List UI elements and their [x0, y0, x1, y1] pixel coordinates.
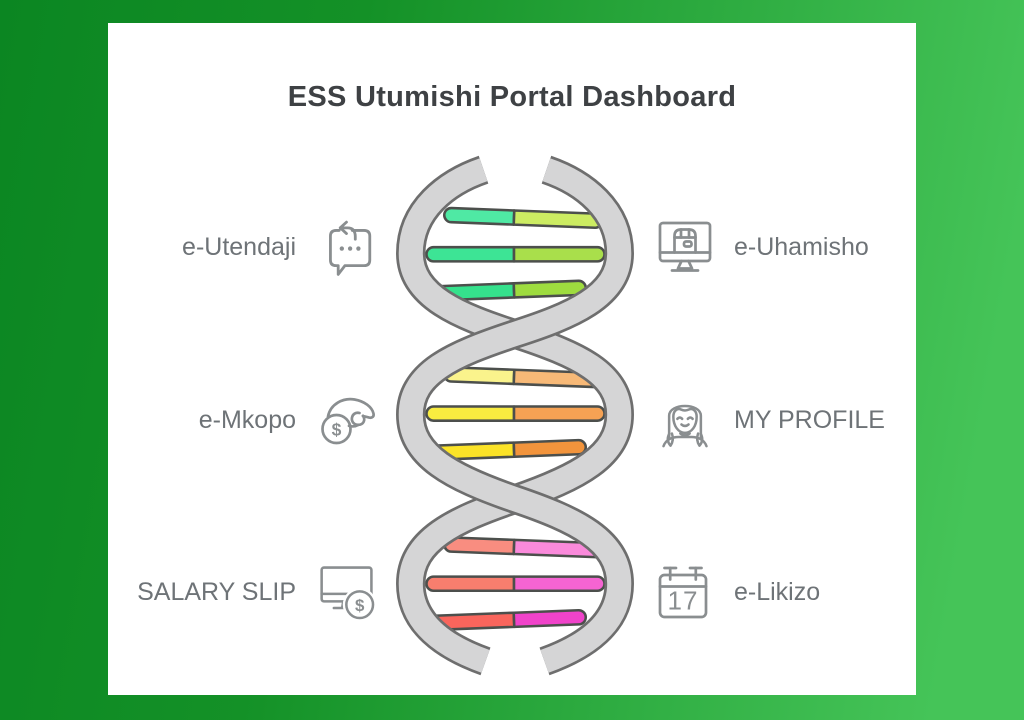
feature-label: e-Mkopo [198, 405, 296, 434]
dna-bar-segment [512, 245, 606, 263]
dna-bar-segment [442, 206, 516, 226]
dna-bar-segment [512, 405, 606, 422]
dna-strand-left-core [398, 158, 632, 673]
dna-bar-segment [425, 245, 516, 263]
feature-label: MY PROFILE [734, 405, 885, 434]
feature-label: e-Likizo [734, 577, 821, 606]
feature-e-mkopo[interactable]: e-Mkopo $ [118, 370, 378, 470]
feature-e-likizo[interactable]: 17 e-Likizo [652, 542, 952, 642]
page-title: ESS Utumishi Portal Dashboard [287, 81, 737, 113]
svg-text:$: $ [332, 420, 342, 440]
hand-coin-icon: $ [316, 390, 378, 450]
dna-bar-segment [512, 608, 588, 629]
calendar-icon: 17 [652, 563, 718, 621]
dna-bar-segment [512, 438, 588, 459]
dna-rungs [425, 206, 606, 632]
monitor-dollar-icon: $ [316, 559, 378, 625]
feature-salary-slip[interactable]: SALARY SLIP $ [118, 542, 378, 642]
feature-label: SALARY SLIP [137, 577, 296, 606]
feature-label: e-Uhamisho [734, 232, 869, 261]
feature-e-uhamisho[interactable]: e-Uhamisho [652, 197, 952, 297]
woman-profile-icon [652, 392, 718, 448]
feature-my-profile[interactable]: MY PROFILE [652, 370, 952, 470]
dna-bar-segment [512, 575, 606, 593]
feature-label: e-Utendaji [182, 232, 296, 261]
dna-strand-right-core [398, 158, 632, 673]
dna-bar-segment [425, 575, 516, 593]
monitor-package-icon [652, 215, 718, 279]
svg-text:$: $ [355, 596, 365, 615]
feature-e-utendaji[interactable]: e-Utendaji [118, 197, 378, 297]
calendar-day: 17 [668, 586, 699, 616]
dna-helix-illustration [396, 155, 634, 676]
dna-bar-segment [425, 405, 516, 422]
chat-reply-icon [316, 218, 378, 276]
